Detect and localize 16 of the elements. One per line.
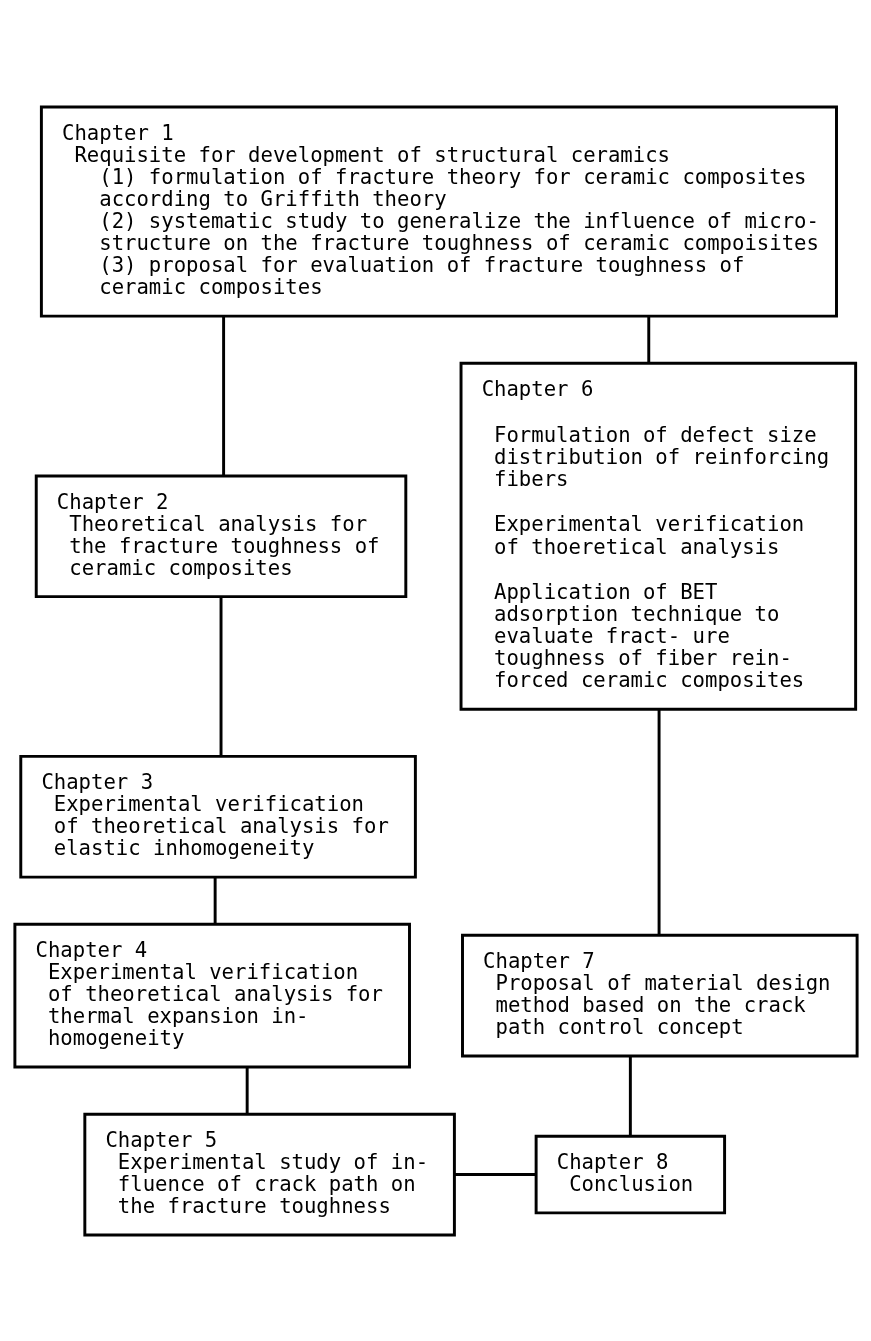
node-box: Chapter 7 Proposal of material design method based on the crack path control concept xyxy=(460,933,859,1057)
connector xyxy=(219,596,222,756)
node-box: Chapter 3 Experimental verification of theoretical analysis for elastic inhomogeneity xyxy=(18,754,417,879)
node-box: Chapter 2 Theoretical analysis for the fracture toughness of ceramic composites xyxy=(34,473,407,598)
node-box: Chapter 6 Formulation of defect size distribution of reinforcing fibers Experimental verification of thoeretical analysis Application of BET adsorption technique to evaluate fract- ure toughness of fiber rein- forced ceramic composites xyxy=(459,361,857,711)
connector xyxy=(221,316,225,476)
connector xyxy=(657,708,661,935)
node-box: Chapter 5 Experimental study of in- fluence of crack path on the fracture toughness xyxy=(82,1112,456,1236)
connector xyxy=(628,1055,632,1136)
node-box: Chapter 1 Requisite for development of structural ceramics (1) formulation of fracture theory for ceramic composites according to Griffith theory (2) systematic study to generalize the influence of micro- structure on the fracture toughness of ceramic compoisites (3) proposal for evaluation of fracture toughness of ceramic composites xyxy=(39,105,838,318)
connector xyxy=(213,876,217,924)
node-box: Chapter 8 Conclusion xyxy=(534,1134,726,1214)
connector xyxy=(454,1172,536,1176)
node-box: Chapter 4 Experimental verification of theoretical analysis for thermal expansion in- homogeneity xyxy=(12,922,411,1069)
connector xyxy=(245,1066,249,1114)
connector xyxy=(646,316,650,363)
